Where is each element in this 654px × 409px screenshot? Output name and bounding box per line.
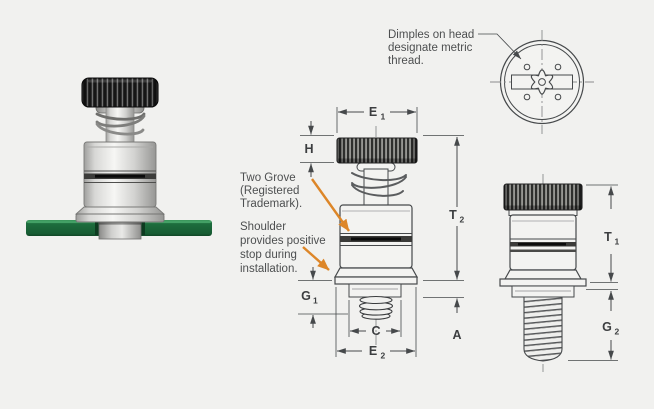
note-two-grove-line1: Two Grove bbox=[240, 172, 296, 184]
dim-label-e1-sub: 1 bbox=[381, 112, 386, 122]
dimple bbox=[523, 93, 531, 101]
dim-c: C bbox=[348, 300, 402, 338]
groove-band2 bbox=[510, 249, 576, 252]
groove-slot bbox=[518, 243, 566, 246]
flange bbox=[76, 214, 164, 222]
side-view-extended: T 1 G 2 bbox=[499, 174, 620, 372]
recess-cup bbox=[348, 283, 402, 298]
dim-label-c: C bbox=[371, 324, 380, 338]
shoulder-flare bbox=[503, 269, 583, 280]
callout-arrow-shoulder bbox=[302, 246, 330, 271]
dim-label-e2: E bbox=[369, 344, 377, 358]
shoulder-flare bbox=[333, 267, 419, 278]
groove-slot bbox=[95, 174, 145, 178]
knurled-head bbox=[503, 183, 583, 211]
top-view-head bbox=[490, 30, 594, 134]
dim-label-g1: G bbox=[301, 289, 311, 303]
leader-line bbox=[478, 33, 522, 60]
dim-g2: G 2 bbox=[568, 289, 620, 361]
center-hole bbox=[538, 78, 546, 86]
note-two-grove-line3: Trademark). bbox=[240, 198, 302, 210]
groove-slot bbox=[351, 237, 401, 241]
dim-label-e2-sub: 2 bbox=[381, 351, 386, 361]
dim-t1: T 1 bbox=[586, 184, 620, 283]
thread-stud bbox=[523, 296, 563, 362]
dim-label-h: H bbox=[304, 142, 313, 156]
note-two-grove-line2: (Registered bbox=[240, 185, 299, 197]
dim-g1: G 1 bbox=[298, 267, 348, 328]
dimples-note: Dimples on head designate metric thread. bbox=[388, 29, 522, 67]
note-dimples-line2: designate metric bbox=[388, 42, 473, 54]
installed-view bbox=[26, 77, 212, 240]
note-shoulder-line1: Shoulder bbox=[240, 221, 286, 233]
lower-collar bbox=[511, 285, 575, 298]
dimple bbox=[554, 93, 562, 101]
note-shoulder-line3: stop during bbox=[240, 249, 297, 261]
body bbox=[499, 214, 587, 298]
dimple bbox=[554, 63, 562, 71]
head-highlight bbox=[88, 79, 152, 83]
flange bbox=[499, 278, 587, 287]
body bbox=[74, 141, 166, 223]
dim-label-t2-sub: 2 bbox=[460, 215, 465, 225]
spring bbox=[95, 112, 146, 136]
body bbox=[333, 204, 419, 298]
dimple bbox=[523, 63, 531, 71]
spring bbox=[351, 172, 407, 197]
fastener-rendered bbox=[74, 77, 166, 240]
dim-label-t1-sub: 1 bbox=[615, 237, 620, 247]
collar-shadow-ring bbox=[99, 221, 141, 225]
dim-label-t2: T bbox=[449, 208, 457, 222]
note-shoulder-line4: installation. bbox=[240, 263, 298, 275]
knurled-head bbox=[81, 77, 159, 108]
note-dimples-line3: thread. bbox=[388, 55, 424, 67]
callout-notes: Two Grove (Registered Trademark). Should… bbox=[240, 172, 350, 275]
dim-e2: E 2 bbox=[335, 287, 417, 361]
dim-label-e1: E bbox=[369, 105, 377, 119]
dim-label-g2: G bbox=[602, 320, 612, 334]
flange bbox=[334, 276, 418, 285]
shoulder-flare bbox=[74, 206, 166, 215]
front-view-dimensioned: E 1 H T 2 G 1 bbox=[298, 105, 465, 361]
dim-e1: E 1 bbox=[336, 105, 418, 133]
retracted-thread-coil bbox=[358, 295, 394, 320]
dim-label-g2-sub: 2 bbox=[615, 327, 620, 337]
dim-h: H bbox=[300, 121, 334, 177]
dim-label-g1-sub: 1 bbox=[313, 296, 318, 306]
callout-arrow-groove bbox=[311, 178, 350, 232]
note-shoulder-line2: provides positive bbox=[240, 235, 326, 247]
note-dimples-line1: Dimples on head bbox=[388, 29, 474, 41]
dim-t2: T 2 bbox=[423, 135, 465, 281]
dim-a: A bbox=[423, 297, 464, 342]
knurled-head bbox=[336, 137, 418, 164]
dim-label-t1: T bbox=[604, 230, 612, 244]
dim-label-a: A bbox=[452, 328, 461, 342]
